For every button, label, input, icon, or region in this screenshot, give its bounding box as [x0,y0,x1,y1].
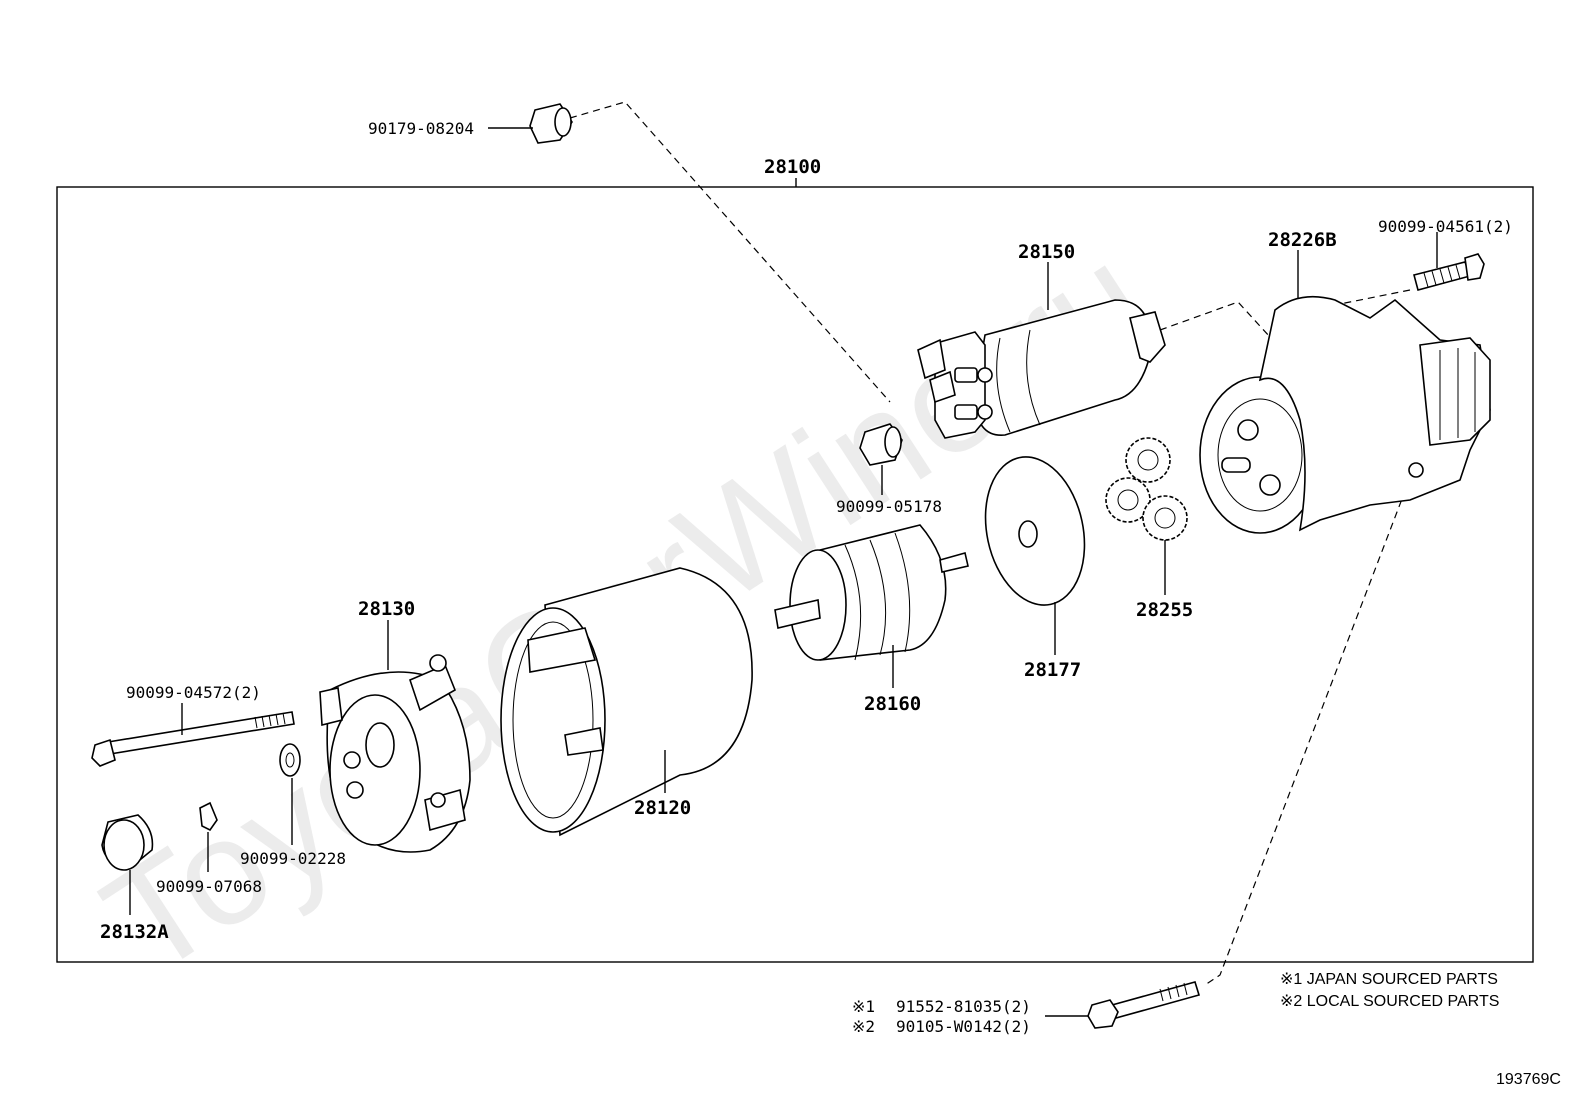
dash-path-bolt-right [1334,289,1411,306]
label-28226B[interactable]: 28226B [1268,229,1337,251]
note-japan-sourced: ※1 JAPAN SOURCED PARTS [1280,971,1498,988]
label-28150[interactable]: 28150 [1018,241,1075,263]
label-28120[interactable]: 28120 [634,797,691,819]
part-nut-90179-08204[interactable] [488,103,573,144]
label-90105-W0142[interactable]: 90105-W0142(2) [896,1017,1031,1036]
dash-path-top [569,101,891,403]
label-28130[interactable]: 28130 [358,598,415,620]
label-91552-81035[interactable]: 91552-81035(2) [896,997,1031,1016]
label-90179-08204[interactable]: 90179-08204 [368,119,474,138]
part-armature-28160[interactable] [774,524,969,688]
part-end-frame-28130[interactable] [319,620,471,853]
label-28100[interactable]: 28100 [764,156,821,178]
part-housing-28226B[interactable] [1199,250,1491,534]
label-28160[interactable]: 28160 [864,693,921,715]
label-90099-04561[interactable]: 90099-04561(2) [1378,217,1513,236]
part-solenoid-28150[interactable] [917,262,1166,439]
part-bolt-lower[interactable] [1045,981,1201,1029]
note-local-sourced: ※2 LOCAL SOURCED PARTS [1280,993,1499,1010]
label-90099-04572[interactable]: 90099-04572(2) [126,683,261,702]
part-cap-28132A[interactable] [101,814,154,915]
diagram-code: 193769C [1496,1071,1561,1088]
label-90099-02228[interactable]: 90099-02228 [240,849,346,868]
dash-path-solenoid [1159,301,1281,349]
label-90099-05178[interactable]: 90099-05178 [836,497,942,516]
assembly-frame [56,186,1534,963]
part-bolt-90099-04561[interactable] [1413,232,1485,291]
label-28132A[interactable]: 28132A [100,921,169,943]
part-yoke-28120[interactable] [500,567,753,837]
part-clip-90099-07068[interactable] [199,801,218,872]
marker-1: ※1 [852,997,875,1016]
label-90099-07068[interactable]: 90099-07068 [156,877,262,896]
label-28255[interactable]: 28255 [1136,599,1193,621]
part-plate-28177[interactable] [972,448,1097,655]
part-bolt-90099-04572[interactable] [91,703,295,767]
dash-path-lower-bolt [1204,477,1411,986]
part-washer-90099-02228[interactable] [279,743,301,845]
label-28177[interactable]: 28177 [1024,659,1081,681]
part-nut-90099-05178[interactable] [859,423,903,495]
marker-2: ※2 [852,1017,875,1036]
part-gears-28255[interactable] [1105,437,1188,595]
